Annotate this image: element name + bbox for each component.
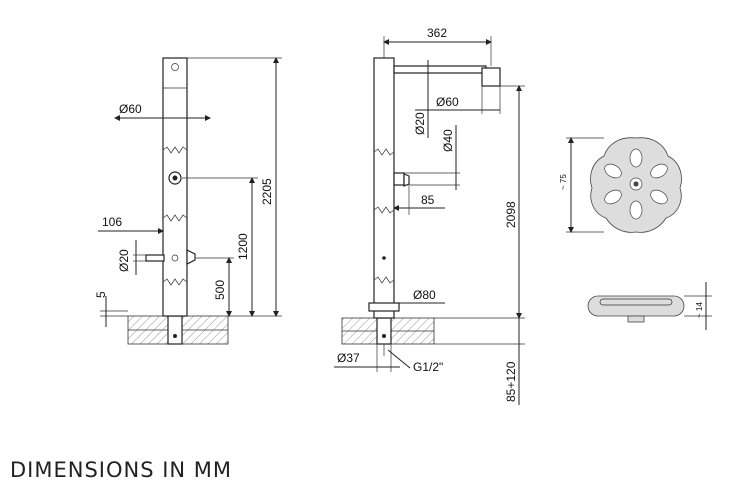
head-width-label: ~ 75 <box>559 174 568 190</box>
side-valve <box>393 172 405 186</box>
front-tap-diameter-label: Ø20 <box>117 249 131 272</box>
side-column <box>373 57 395 319</box>
front-tap-projection-label: 106 <box>102 215 122 229</box>
shower-arm <box>393 65 487 74</box>
supply-diameter-label: Ø37 <box>337 351 360 365</box>
shower-head <box>481 67 501 87</box>
flange-diameter-label: Ø80 <box>413 288 436 302</box>
head-detail-top: ~ 75 <box>559 137 682 233</box>
side-view: 362 Ø60 Ø20 Ø40 85 2098 Ø80 Ø37 G1/ <box>334 26 525 405</box>
front-handle-height-label: 1200 <box>236 233 250 260</box>
front-diameter-label: Ø60 <box>119 102 142 116</box>
embed-depth-label: 85+120 <box>504 361 518 402</box>
head-height-label: ~ 14 <box>695 302 704 318</box>
supply-thread-label: G1/2" <box>413 360 443 374</box>
arm-reach-label: 362 <box>427 26 447 40</box>
front-lower-tap <box>145 254 165 262</box>
front-column <box>162 57 188 317</box>
front-view: Ø60 2205 1200 500 106 Ø20 5 <box>94 57 282 345</box>
head-detail-side: ~ 14 <box>587 282 712 330</box>
front-tap-height-label: 500 <box>213 280 227 300</box>
valve-projection-label: 85 <box>421 193 435 207</box>
shower-height-label: 2098 <box>504 201 518 228</box>
front-base-offset-label: 5 <box>94 291 108 298</box>
arm-diameter-label: Ø20 <box>413 112 427 135</box>
head-diameter-label: Ø60 <box>436 95 459 109</box>
dimensions-caption: DIMENSIONS IN MM <box>10 458 233 482</box>
front-total-height-label: 2205 <box>260 178 274 205</box>
valve-diameter-label: Ø40 <box>441 129 455 152</box>
